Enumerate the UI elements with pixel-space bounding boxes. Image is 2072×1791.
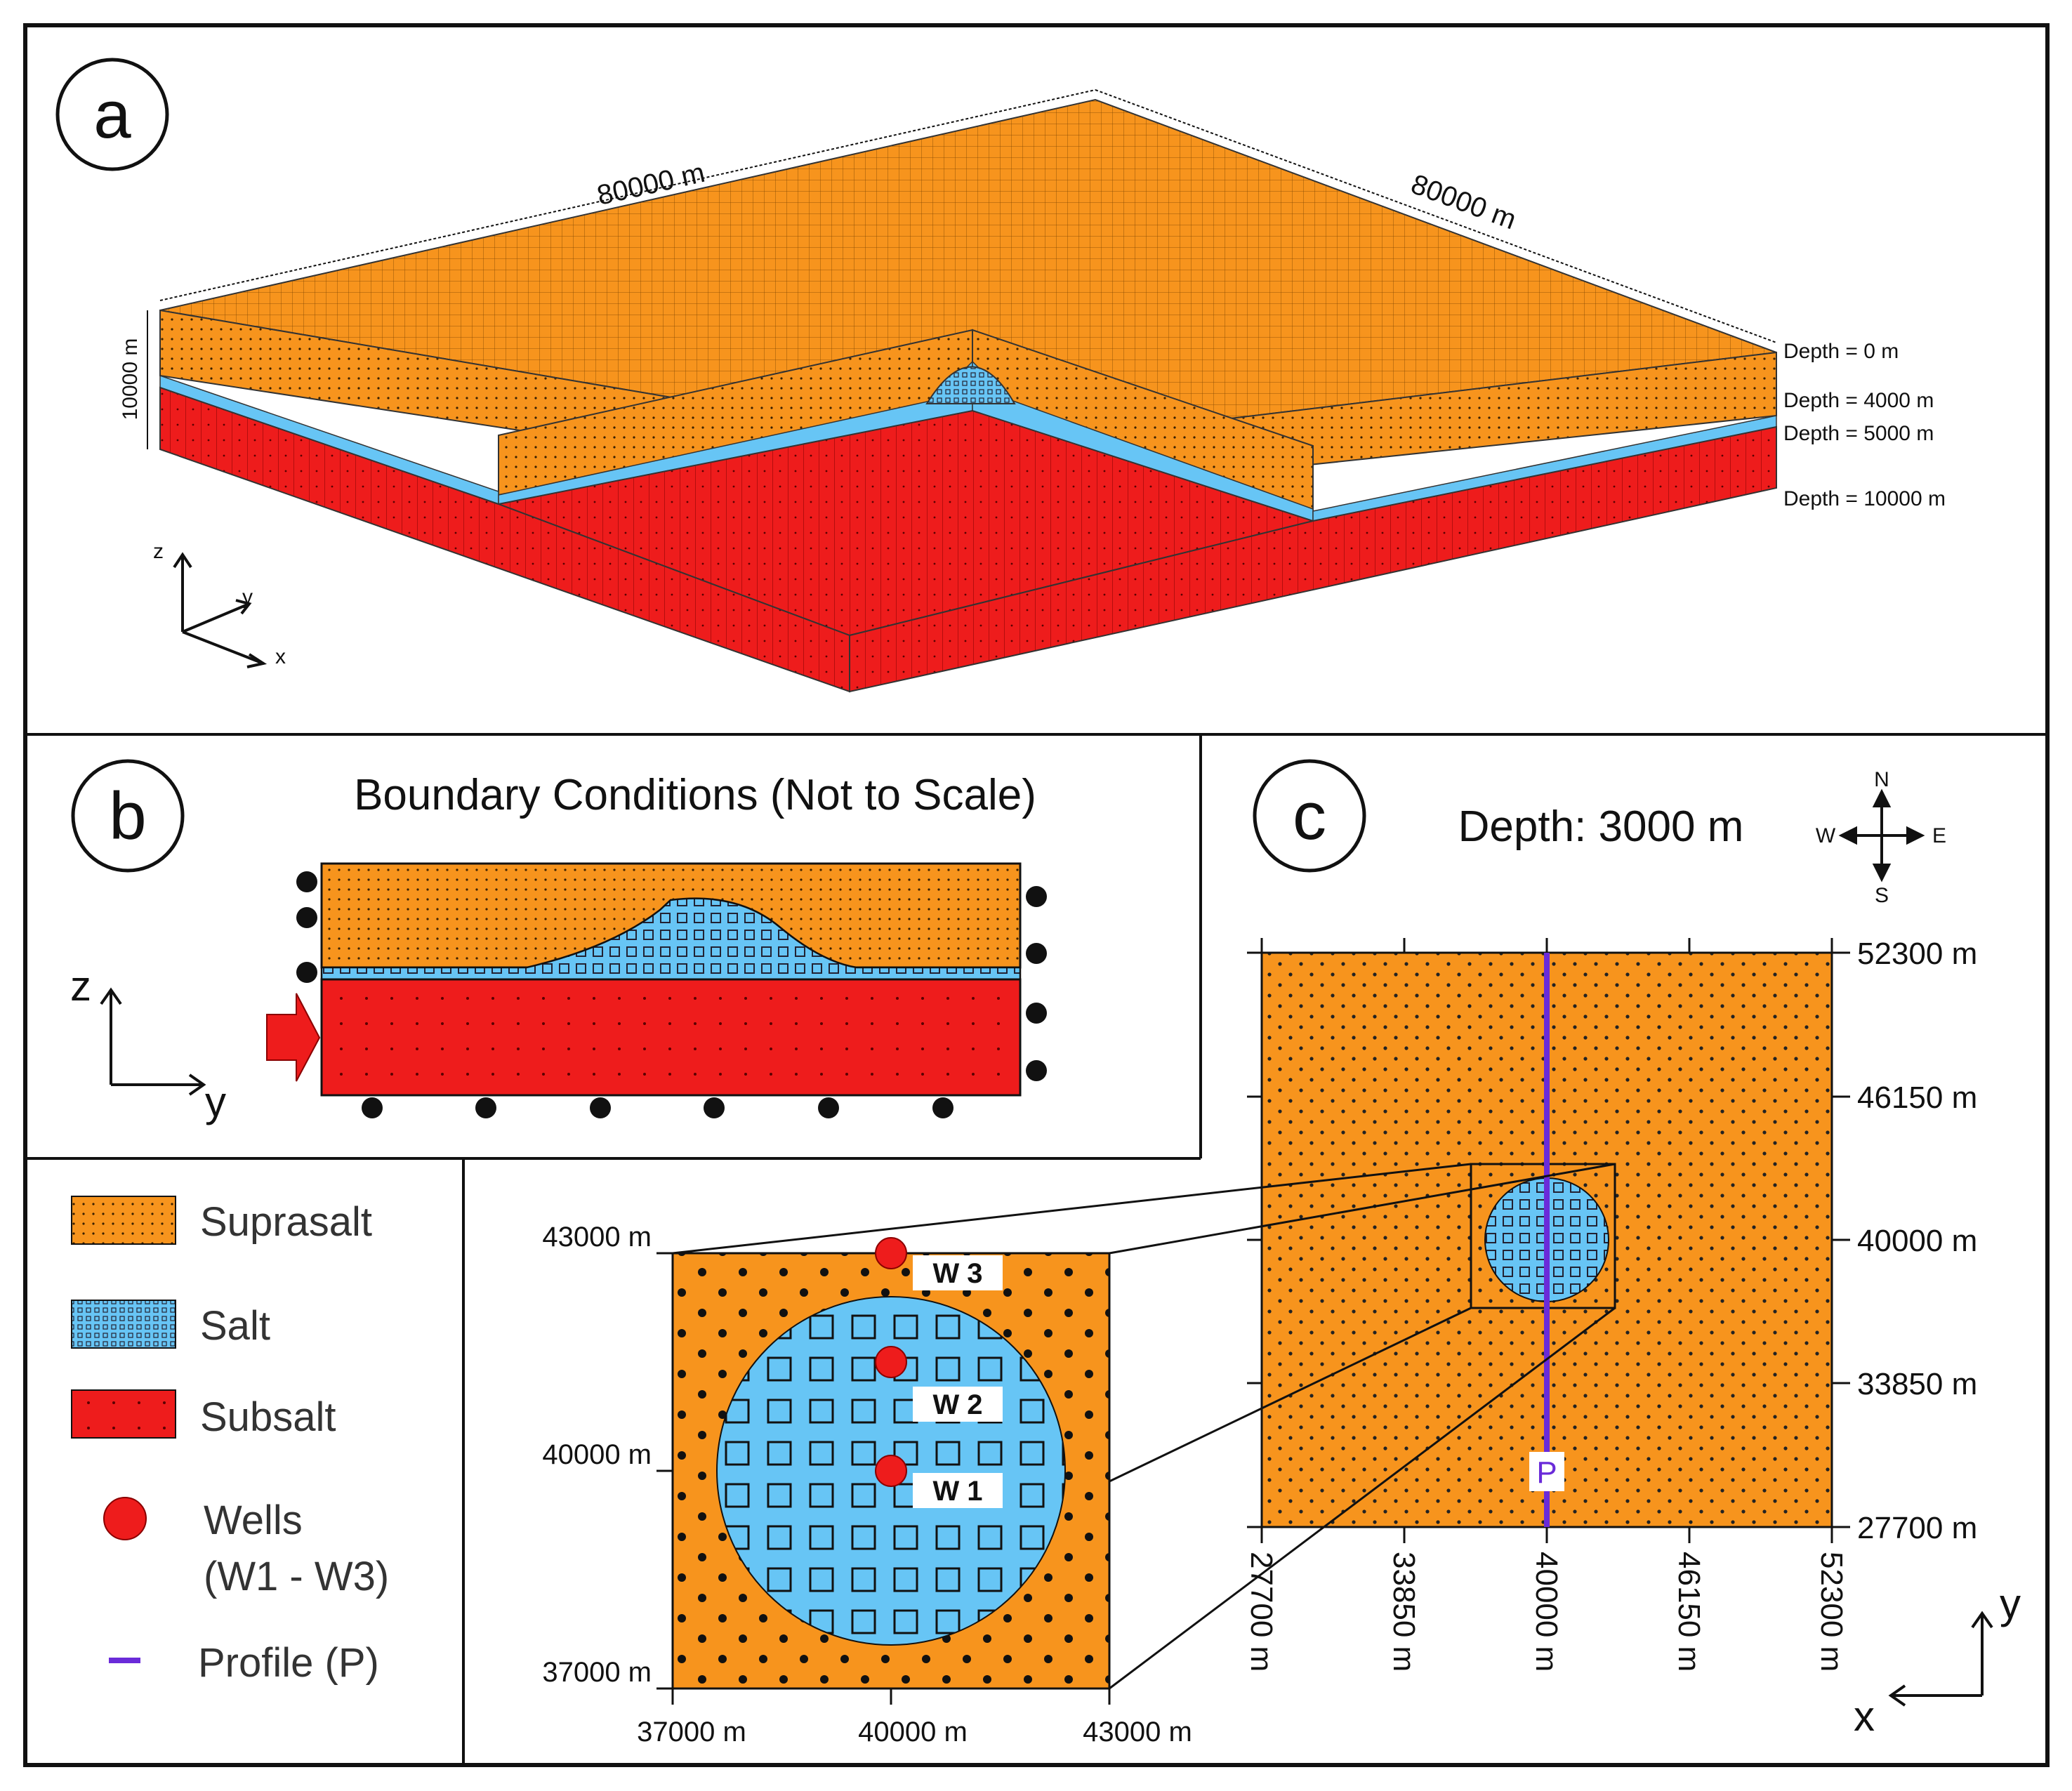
panel-c-axes [1888,1611,1993,1707]
zoom-left-tick-0: 43000 m [542,1222,652,1253]
compass-e: E [1932,824,1946,847]
compass-w: W [1816,824,1836,847]
zoom-left-tick-2: 37000 m [542,1657,652,1688]
map-zoom-box [1470,1163,1616,1309]
map-bottom-tick-3: 46150 m [1672,1552,1706,1672]
legend-label-wells: Wells [204,1498,303,1543]
panel-b-title: Boundary Conditions (Not to Scale) [354,771,1036,819]
panel-c-letter: c [1293,779,1326,854]
zoom-bottom-tick-2: 43000 m [1083,1717,1192,1747]
panel-c-axis-x: x [1854,1693,1875,1740]
map-right-tick-4: 27700 m [1857,1511,1977,1545]
legend-swatch-suprasalt [71,1196,176,1245]
well-w1-label: W 1 [932,1476,982,1507]
legend-swatch-subsalt [71,1389,176,1439]
zoom-inset: W 3 W 2 W 1 43000 m 40000 m 37000 m 3700… [542,1163,1616,1747]
depth-label-4000: Depth = 4000 m [1783,389,1934,412]
bc-salt [320,897,1022,981]
panel-b-letter: b [109,779,146,854]
panel-b-axis-z: z [70,963,91,1010]
legend-label-suprasalt: Suprasalt [200,1199,372,1245]
depth-label-5000: Depth = 5000 m [1783,422,1934,445]
dim-line-right [1095,89,1777,343]
zoom-axis [656,1252,1111,1705]
panel-c-letter-circle [1253,759,1366,873]
panel-b-letter-circle [71,759,185,873]
map-bottom-tick-4: 52300 m [1814,1552,1849,1672]
compass-n: N [1874,768,1889,791]
panel-a-axis-y: y [242,586,253,609]
compass-s: S [1875,884,1889,907]
zoom-bottom-tick-1: 40000 m [858,1717,968,1747]
zoom-bottom-tick-0: 37000 m [637,1717,746,1747]
panel-a-axis-z: z [153,540,164,563]
panel-b-axis-y: y [205,1078,226,1125]
panel-a-axis-x: x [275,645,286,668]
legend-label-salt: Salt [200,1303,270,1349]
panel-c: c Depth: 3000 m N S W E P [1244,759,2021,1740]
map-right-tick-2: 40000 m [1857,1224,1977,1258]
bc-push-arrow [266,993,321,1082]
well-w2-label: W 2 [932,1389,982,1420]
compass-icon [1838,788,1925,883]
legend-label-wells-range: (W1 - W3) [204,1554,389,1599]
panel-c-axis-y: y [2000,1580,2021,1627]
well-w3-label: W 3 [932,1258,982,1289]
bc-subsalt [320,978,1022,1097]
well-w3-label-bg [913,1255,1003,1290]
panel-c-title: Depth: 3000 m [1458,802,1744,851]
map-right-tick-0: 52300 m [1857,937,1977,971]
profile-label: P [1536,1455,1557,1490]
zoom-connectors [672,1163,1616,1690]
panel-a-letter-circle [55,58,169,171]
map-bottom-tick-2: 40000 m [1529,1552,1564,1672]
map-bottom-tick-1: 33850 m [1387,1552,1421,1672]
legend-swatch-wells [103,1497,147,1540]
panel-a-axes [173,552,268,668]
panel-a-letter: a [93,77,131,152]
well-w1-label-bg [913,1473,1003,1508]
dim-label-height: 10000 m [119,338,142,421]
legend: Suprasalt Salt Subsalt Wells (W1 - W3) P… [71,1196,389,1686]
legend-swatch-salt [71,1300,176,1349]
map-bottom-tick-0: 27700 m [1244,1552,1279,1672]
outer-frame [23,23,2050,1767]
salt-dome [925,366,1016,404]
well-w2 [875,1346,907,1378]
bc-rollers [296,871,1047,1118]
panel-b: b Boundary Conditions (Not to Scale) [70,759,1047,1125]
legend-label-subsalt: Subsalt [200,1394,336,1440]
map-right-tick-1: 46150 m [1857,1080,1977,1115]
panel-a: a 80000 m 80000 m 10000 m Depth = 0 m [55,58,1946,693]
legend-label-profile: Profile (P) [198,1640,379,1686]
dim-line-left [159,89,1096,301]
map-right-axis [1247,938,1850,1543]
subsalt-right-face [849,425,1777,693]
well-w2-label-bg [913,1387,1003,1422]
depth-label-0: Depth = 0 m [1783,340,1899,363]
panel-b-axes [100,987,206,1096]
well-w1 [875,1455,907,1487]
zoom-left-tick-1: 40000 m [542,1439,652,1470]
well-w3 [875,1237,907,1269]
map-right-tick-3: 33850 m [1857,1367,1977,1401]
depth-label-10000: Depth = 10000 m [1783,487,1946,510]
profile-label-bg [1529,1452,1564,1491]
